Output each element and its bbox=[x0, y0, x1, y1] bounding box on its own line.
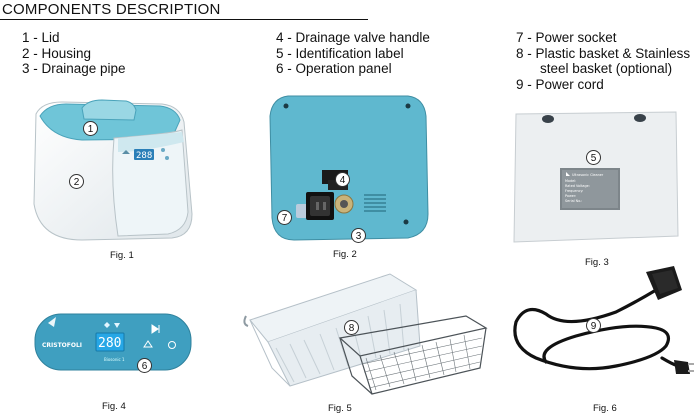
fig3-caption: Fig. 3 bbox=[585, 257, 609, 268]
fig3-label-view-illustration: Ultrasonic Cleaner Model: Rated Voltage:… bbox=[513, 111, 679, 243]
panel-brand: CRISTOFOLI bbox=[42, 342, 82, 349]
label-line-2: Model: bbox=[565, 179, 576, 183]
callout-7: 7 bbox=[277, 210, 292, 225]
fig5-baskets-illustration bbox=[243, 273, 488, 395]
fig6-caption: Fig. 6 bbox=[593, 403, 617, 414]
fig4-caption: Fig. 4 bbox=[102, 401, 126, 412]
fig5-caption: Fig. 5 bbox=[328, 403, 352, 414]
callout-3: 3 bbox=[351, 228, 366, 243]
fig1-caption: Fig. 1 bbox=[110, 250, 134, 261]
component-baskets-continued: steel basket (optional) bbox=[540, 61, 673, 76]
component-baskets: 8 - Plastic basket & Stainless bbox=[516, 45, 691, 61]
components-column-3: 7 - Power socket 8 - Plastic basket & St… bbox=[516, 30, 690, 92]
callout-4: 4 bbox=[335, 172, 350, 187]
component-power-cord: 9 - Power cord bbox=[516, 76, 604, 92]
fig2-bottom-view-illustration bbox=[269, 95, 429, 241]
title-underline bbox=[0, 19, 368, 20]
panel-display-value: 280 bbox=[98, 336, 121, 351]
fig6-power-cord-illustration bbox=[513, 266, 694, 374]
label-line-6: Serial No.: bbox=[565, 199, 582, 203]
component-power-socket: 7 - Power socket bbox=[516, 30, 617, 45]
callout-8: 8 bbox=[344, 320, 359, 335]
panel-model: Biosonic 1 bbox=[104, 357, 125, 362]
page-title: COMPONENTS DESCRIPTION bbox=[2, 1, 221, 18]
component-drainage-pipe: 3 - Drainage pipe bbox=[22, 61, 126, 76]
component-drainage-valve-handle: 4 - Drainage valve handle bbox=[276, 30, 430, 45]
component-identification-label: 5 - Identification label bbox=[276, 45, 404, 61]
callout-2: 2 bbox=[69, 174, 84, 189]
fig1-cleaner-illustration: 288 bbox=[33, 99, 193, 241]
component-housing: 2 - Housing bbox=[22, 45, 92, 61]
callout-1: 1 bbox=[83, 121, 98, 136]
callout-9: 9 bbox=[586, 318, 601, 333]
svg-text:288: 288 bbox=[136, 151, 152, 161]
component-operation-panel: 6 - Operation panel bbox=[276, 61, 392, 76]
callout-5: 5 bbox=[586, 150, 601, 165]
label-line-1: Ultrasonic Cleaner bbox=[572, 173, 604, 177]
label-line-3: Rated Voltage: bbox=[565, 184, 590, 188]
components-column-1: 1 - Lid 2 - Housing 3 - Drainage pipe bbox=[22, 30, 126, 77]
fig4-operation-panel-illustration: CRISTOFOLI 280 Biosonic 1 bbox=[34, 313, 192, 371]
label-line-4: Frequency: bbox=[565, 189, 583, 193]
fig2-caption: Fig. 2 bbox=[333, 249, 357, 260]
label-line-5: Power: bbox=[565, 194, 576, 198]
component-lid: 1 - Lid bbox=[22, 30, 60, 45]
components-column-2: 4 - Drainage valve handle 5 - Identifica… bbox=[276, 30, 430, 77]
callout-6: 6 bbox=[137, 358, 152, 373]
